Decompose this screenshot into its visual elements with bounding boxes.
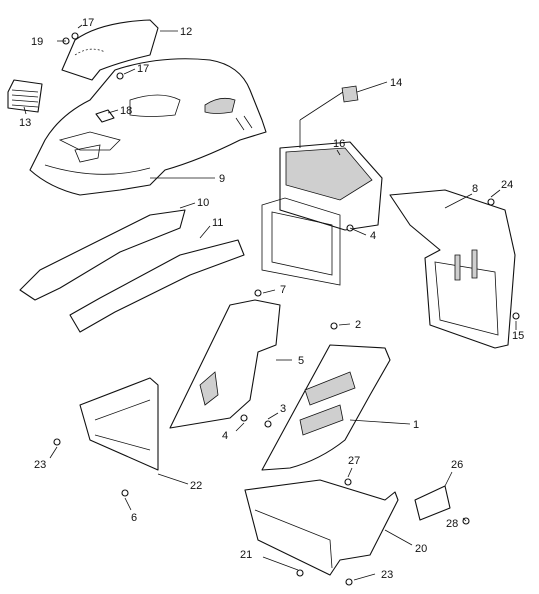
part-20-front-panel: [244, 479, 399, 576]
part-12-lid: [61, 19, 159, 81]
callout-28: 28: [446, 518, 458, 530]
callout-17-upper: 17: [82, 17, 94, 29]
fasteners-top: [62, 32, 124, 80]
callout-19: 19: [31, 36, 43, 48]
part-5-inner-panel: [169, 299, 281, 429]
callout-4-lower: 4: [222, 430, 228, 442]
callout-18: 18: [120, 105, 132, 117]
callout-3: 3: [280, 403, 286, 415]
callout-2: 2: [355, 319, 361, 331]
part-10-rail: [19, 209, 186, 301]
callout-21: 21: [240, 549, 252, 561]
callout-23-left: 23: [34, 459, 46, 471]
leader-lines: [23, 24, 517, 581]
part-18-plug: [95, 109, 115, 123]
callout-15: 15: [512, 330, 524, 342]
callout-6: 6: [131, 512, 137, 524]
callout-4-upper: 4: [370, 230, 376, 242]
callout-8: 8: [472, 183, 478, 195]
part-14-decal: [341, 85, 359, 103]
callout-13: 13: [19, 117, 31, 129]
callout-17-lower: 17: [137, 63, 149, 75]
callout-22: 22: [190, 480, 202, 492]
callout-23-right: 23: [381, 569, 393, 581]
callout-27: 27: [348, 455, 360, 467]
callout-12: 12: [180, 26, 192, 38]
part-9-hood: [29, 58, 267, 196]
part-13-grille: [7, 79, 43, 113]
callout-7: 7: [280, 284, 286, 296]
part-16-airbox: [261, 141, 383, 286]
callout-24: 24: [501, 179, 513, 191]
callout-11: 11: [212, 217, 223, 229]
callout-labels: 1 2 3 4 4 5 6 7 8 9 10 11 12 13 14 15 16…: [19, 17, 524, 581]
callout-1: 1: [413, 419, 419, 431]
callout-16: 16: [333, 138, 345, 150]
part-8-side-panel: [389, 189, 516, 349]
part-1-lower-fairing: [261, 344, 391, 471]
callout-9: 9: [219, 173, 225, 185]
part-22-bracket: [79, 377, 159, 471]
callout-10: 10: [197, 197, 209, 209]
part-26-plate: [414, 485, 451, 521]
callout-26: 26: [451, 459, 463, 471]
part-11-rail: [69, 239, 245, 333]
callout-14: 14: [390, 77, 402, 89]
callout-20: 20: [415, 543, 427, 555]
fasteners-lower: [53, 198, 520, 586]
callout-5: 5: [298, 355, 304, 367]
